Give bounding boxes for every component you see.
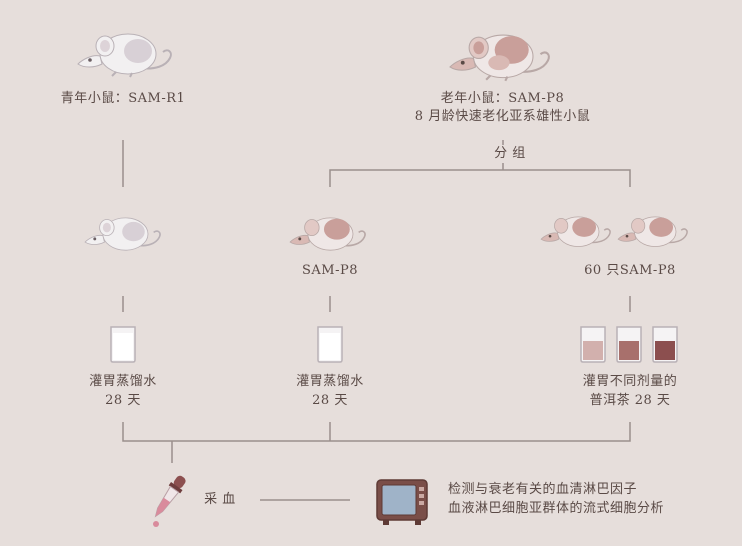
group-right-mouse-icon-1: [540, 216, 611, 247]
analysis-line1: 检测与衰老有关的血清淋巴因子: [448, 482, 638, 497]
merge-bracket: [122, 422, 631, 442]
water-beaker-icon-left: [110, 326, 136, 363]
grouping-label: 分 组: [490, 145, 530, 163]
dropper-icon: [153, 475, 186, 527]
blood-sampling-label: 采 血: [204, 492, 236, 507]
water-beaker-icon-mid: [317, 326, 343, 363]
treatment-mid-line1: 灌胃蒸馏水: [296, 374, 364, 389]
treatment-left-line1: 灌胃蒸馏水: [89, 374, 157, 389]
tea-beaker-icon-mid: [616, 326, 642, 363]
old-mouse-label-line1: 老年小鼠：SAM-P8: [440, 91, 565, 106]
old-mouse-icon: [449, 34, 550, 82]
group-right-mouse-label: 60 只SAM-P8: [584, 263, 676, 278]
treatment-right-line1: 灌胃不同剂量的: [582, 374, 678, 389]
young-mouse-icon: [77, 33, 172, 78]
group-left-mouse-icon: [84, 217, 161, 251]
treatment-right-line2: 普洱茶 28 天: [589, 393, 671, 408]
analysis-line2: 血液淋巴细胞亚群体的流式细胞分析: [448, 501, 665, 516]
group-right-mouse-icon-2: [617, 216, 688, 247]
analyzer-monitor-icon: [376, 479, 428, 525]
group-mid-mouse-icon: [289, 217, 366, 251]
treatment-mid-line2: 28 天: [312, 393, 348, 408]
old-mouse-label-line2: 8 月龄快速老化亚系雄性小鼠: [414, 109, 591, 124]
young-mouse-label: 青年小鼠：SAM-R1: [60, 91, 186, 106]
grouping-bracket: [329, 169, 631, 187]
treatment-left-line2: 28 天: [105, 393, 141, 408]
tea-beaker-icon-high: [652, 326, 678, 363]
tea-beaker-icon-low: [580, 326, 606, 363]
group-mid-mouse-label: SAM-P8: [301, 263, 358, 278]
